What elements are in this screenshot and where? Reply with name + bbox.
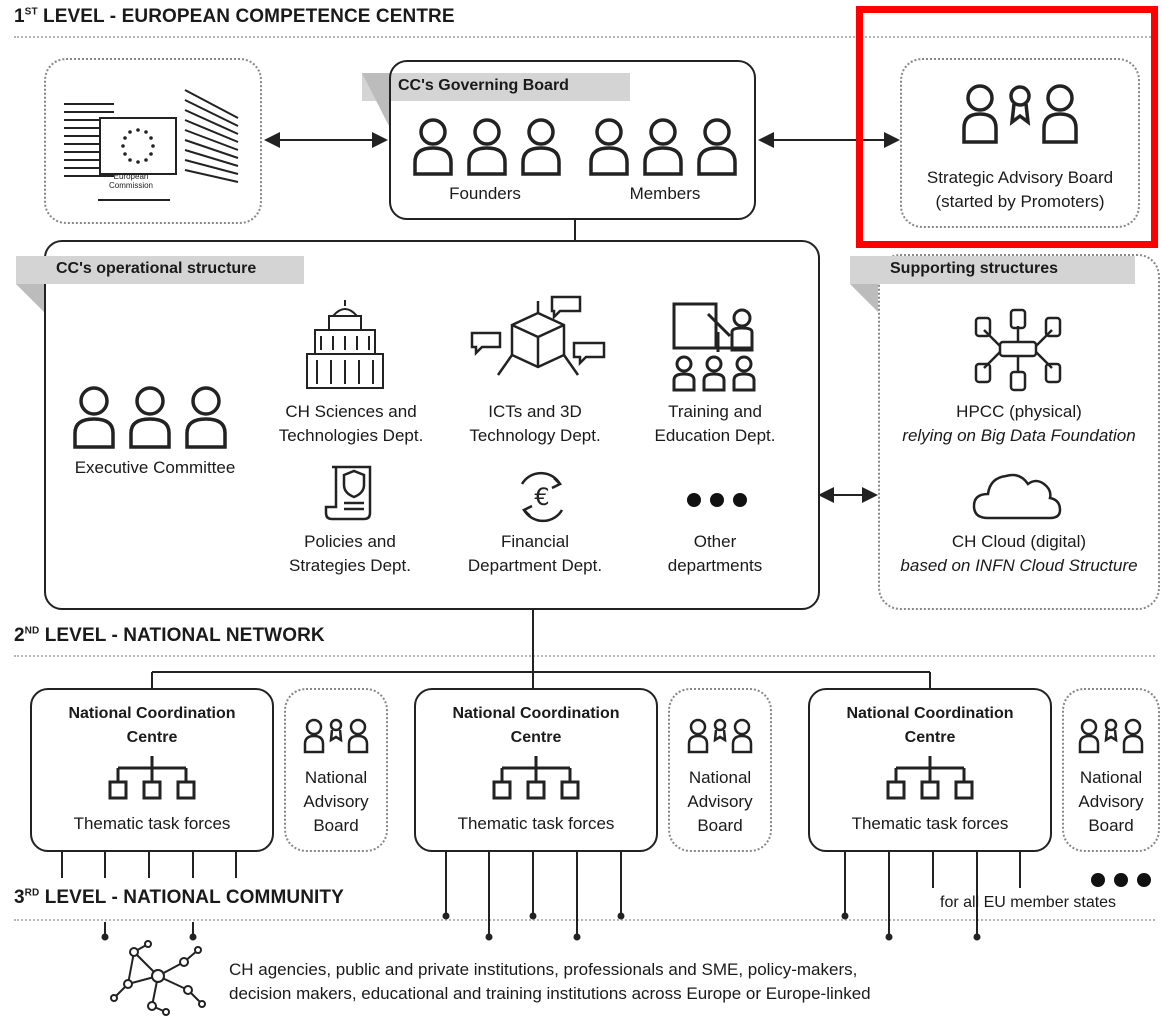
tag-fold-shape (16, 256, 44, 312)
executive-committee-label: Executive Committee (74, 458, 236, 477)
cloud-label: CH Cloud (digital)based on INFN Cloud St… (900, 532, 1138, 575)
national-advisory-board (1062, 688, 1160, 852)
hpcc-server-network-icon (974, 308, 1062, 392)
level-1-heading: 1ST LEVEL - EUROPEAN COMPETENCE CENTRE (14, 6, 455, 27)
operational-structure-title: CC's operational structure (16, 256, 304, 284)
ch-sciences-building-icon (306, 300, 384, 389)
members-label: Members (629, 184, 701, 203)
level-3-heading: 3RD LEVEL - NATIONAL COMMUNITY (14, 887, 344, 908)
org-chart-icon (108, 756, 196, 800)
national-coordination-centre (808, 688, 1052, 852)
community-description: CH agencies, public and private institut… (229, 960, 871, 1003)
divider (14, 655, 1155, 657)
european-commission-logo-icon (64, 89, 239, 201)
supporting-structures-title: Supporting structures (850, 256, 1135, 284)
tag-fold-shape (362, 73, 390, 128)
national-advisory-board (668, 688, 772, 852)
cloud-icon (972, 473, 1062, 520)
governing-board-box (389, 60, 756, 220)
divider (14, 919, 1155, 921)
executive-committee-icon (73, 386, 227, 449)
network-nodes-icon (110, 940, 206, 1016)
highlight-frame (856, 6, 1158, 248)
supporting-structures-box (878, 254, 1160, 610)
thematic-task-forces-label: Thematic task forces (457, 814, 615, 833)
thematic-task-forces-label: Thematic task forces (851, 814, 1009, 833)
hpcc-label: HPCC (physical)relying on Big Data Found… (902, 402, 1136, 445)
policies-scroll-icon (324, 465, 372, 521)
governing-board-people-icon (413, 118, 737, 176)
advisory-people-icon (1078, 718, 1144, 754)
advisory-people-icon (687, 718, 753, 754)
org-chart-icon (886, 756, 974, 800)
tag-fold-shape (850, 256, 878, 312)
advisory-people-icon (303, 718, 369, 754)
training-classroom-icon (672, 302, 756, 392)
thematic-task-forces-label: Thematic task forces (73, 814, 231, 833)
operational-structure-box (44, 240, 820, 610)
founders-label: Founders (449, 184, 521, 203)
ict-3d-cube-icon (470, 295, 606, 376)
level-2-heading: 2ND LEVEL - NATIONAL NETWORK (14, 625, 325, 646)
more-dots-icon (687, 493, 747, 507)
svg-text:€: € (534, 483, 549, 511)
org-chart-icon (492, 756, 580, 800)
more-dots-icon (1091, 873, 1151, 887)
divider (14, 36, 1155, 38)
strategic-advisory-label: Strategic Advisory Board(started by Prom… (926, 168, 1114, 211)
advisory-people-icon (962, 84, 1078, 144)
financial-euro-icon: € (520, 471, 564, 523)
all-member-states-label: for all EU member states (940, 894, 1117, 911)
national-advisory-board (284, 688, 388, 852)
